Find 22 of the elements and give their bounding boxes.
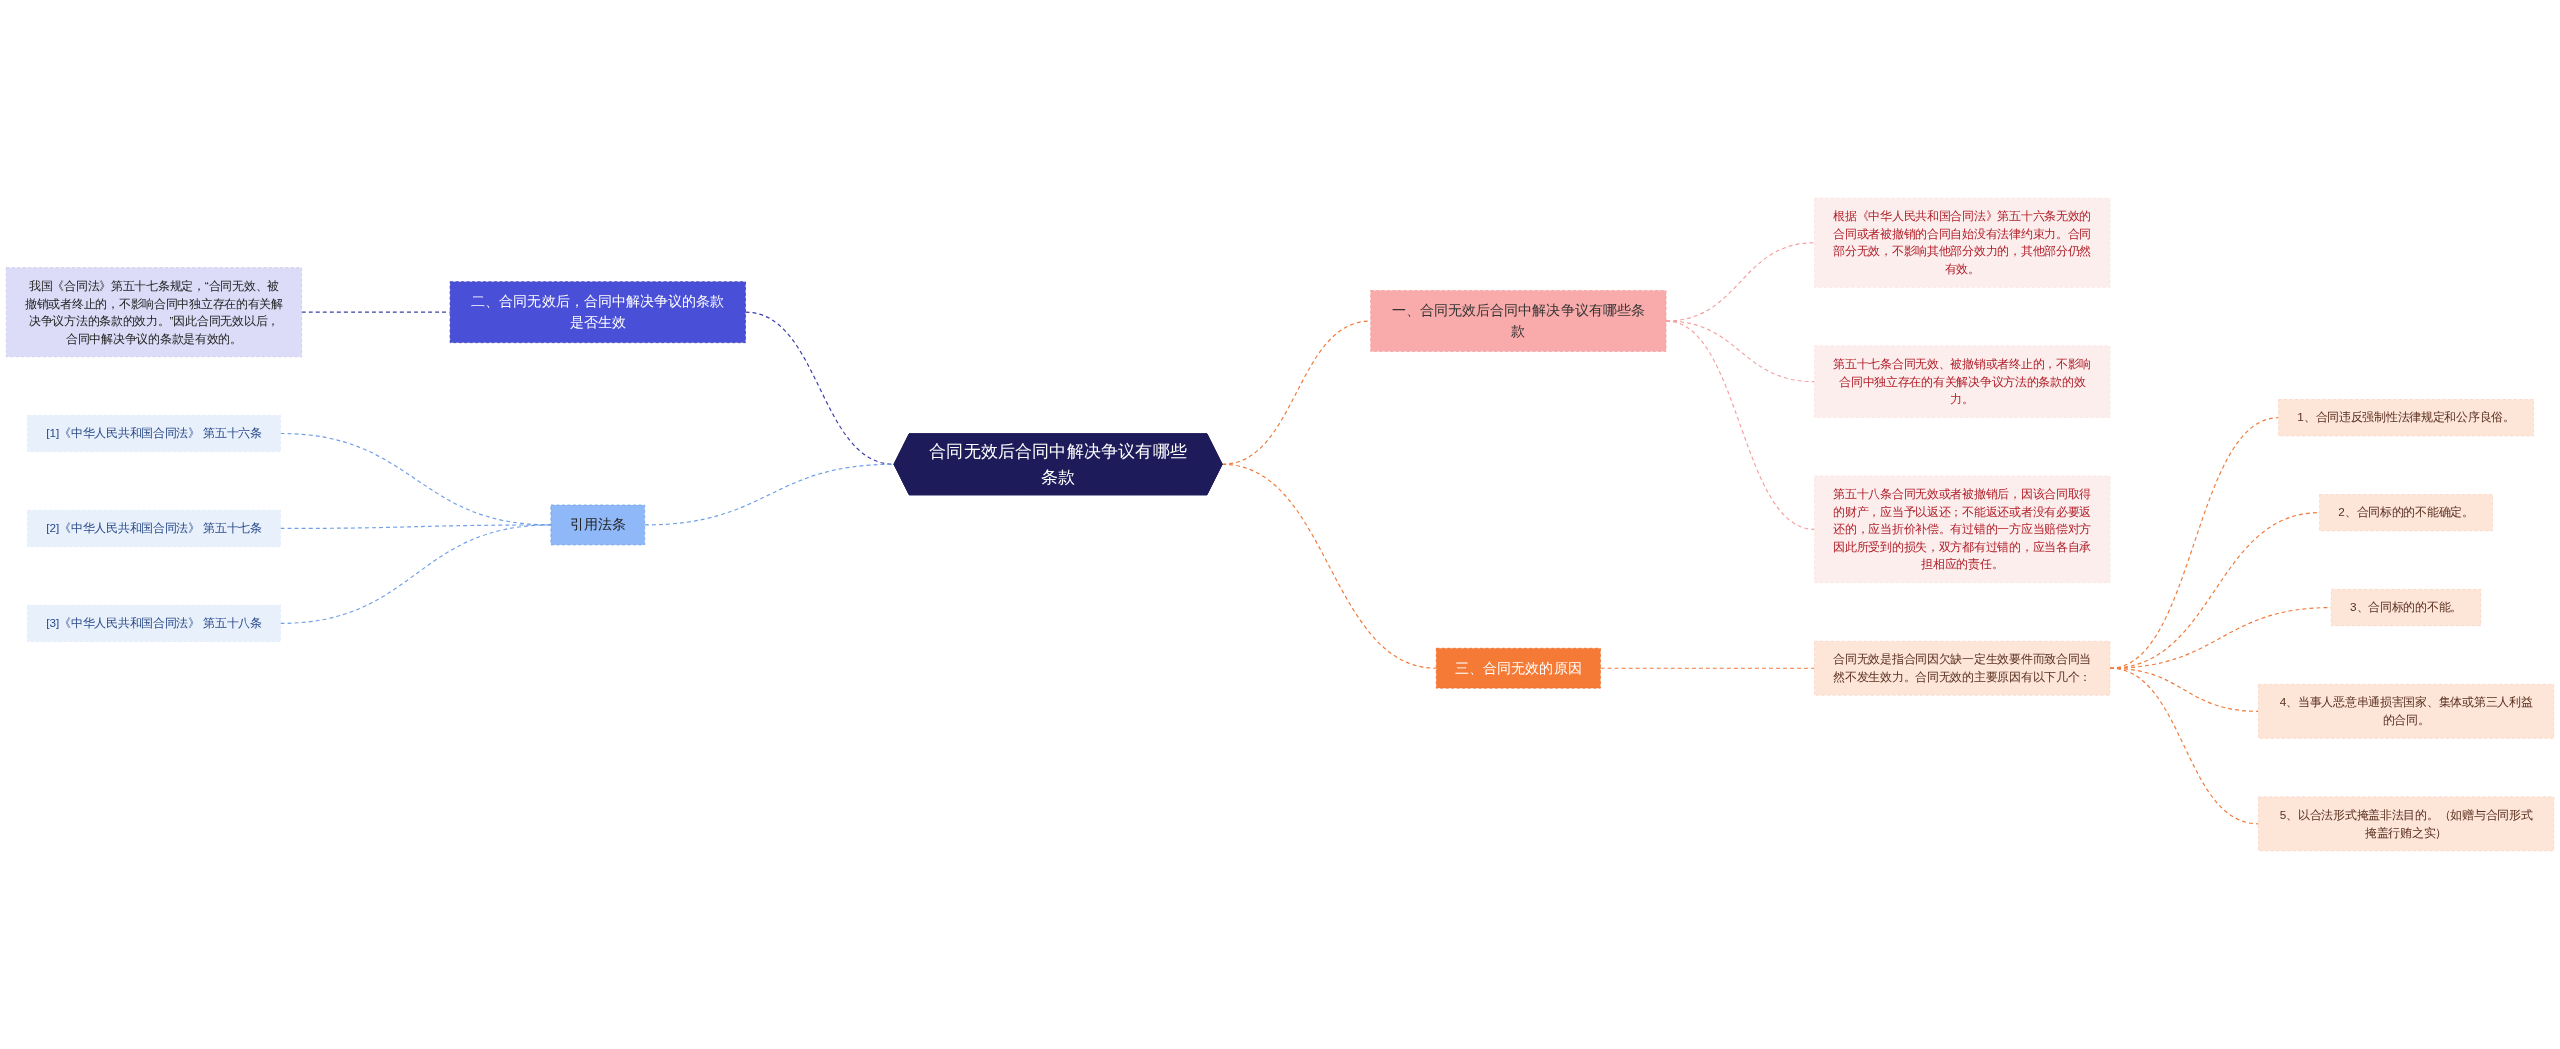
node-box: [3]《中华人民共和国合同法》 第五十八条 [27,604,281,642]
node-box: 3、合同标的的不能。 [2330,589,2482,627]
node-box: 合同无效是指合同因欠缺一定生效要件而致合同当然不发生效力。合同无效的主要原因有以下几个： [1814,640,2111,696]
node-box: 三、合同无效的原因 [1435,647,1601,689]
node-box: 二、合同无效后，合同中解决争议的条款是否生效 [449,281,746,344]
node-box: 第五十八条合同无效或者被撤销后，因该合同取得的财产，应当予以返还；不能返还或者没有必要返还的，应当折价补偿。有过错的一方应当赔偿对方因此所受到的损失，双方都有过错的，应当各自承担相应的责任。 [1814,475,2111,584]
node-box: 5、以合法形式掩盖非法目的。（如赠与合同形式掩盖行贿之实） [2257,796,2555,852]
connector [2109,417,2280,669]
node-box: 4、当事人恶意串通损害国家、集体或第三人利益的合同。 [2257,683,2555,739]
node-box: 第五十七条合同无效、被撤销或者终止的，不影响合同中独立存在的有关解决争议方法的条款的效力。 [1814,345,2111,418]
connector [1665,320,1816,530]
node-box: 1、合同违反强制性法律规定和公序良俗。 [2278,399,2534,437]
node-box: 我国《合同法》第五十七条规定，“合同无效、被撤销或者终止的，不影响合同中独立存在的有关解决争议方法的条款的效力。”因此合同无效以后，合同中解决争议的条款是有效的。 [5,267,303,358]
node-box: [1]《中华人民共和国合同法》 第五十六条 [27,414,281,453]
connector [279,524,552,624]
connector [2109,667,2259,825]
node-box: 引用法条 [550,504,646,546]
node-box: 根据《中华人民共和国合同法》第五十六条无效的合同或者被撤销的合同自始没有法律约束力。合同部分无效，不影响其他部分效力的，其他部分仍然有效。 [1814,197,2111,288]
node-box: [2]《中华人民共和国合同法》 第五十七条 [27,509,281,547]
node-box: 一、合同无效后合同中解决争议有哪些条款 [1370,290,1667,352]
connector [1221,463,1437,669]
node-box: 2、合同标的的不能确定。 [2319,494,2493,532]
